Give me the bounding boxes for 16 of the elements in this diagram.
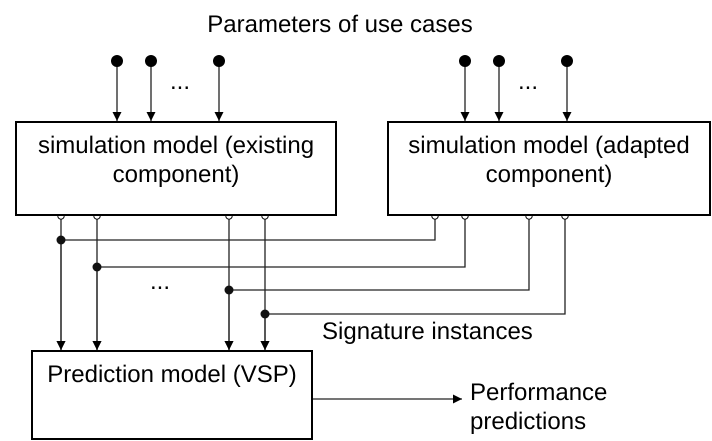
ellipsis-label: ... xyxy=(170,68,190,96)
process-box: Prediction model (VSP) xyxy=(31,350,313,440)
output-text: Performance predictions xyxy=(470,378,630,438)
arrow xyxy=(145,55,157,121)
title: Parameters of use cases xyxy=(206,10,474,40)
ellipsis-label: ... xyxy=(150,268,170,296)
arrow xyxy=(561,55,573,121)
arrow xyxy=(493,55,505,121)
arrow xyxy=(213,55,225,121)
process-box: simulation model (adapted component) xyxy=(387,121,711,216)
ellipsis-label: ... xyxy=(518,68,538,96)
process-box: simulation model (existing component) xyxy=(15,121,337,216)
arrow xyxy=(459,55,471,121)
arrow xyxy=(111,55,123,121)
arrow xyxy=(313,394,462,404)
annotation-label: Signature instances xyxy=(322,318,533,346)
